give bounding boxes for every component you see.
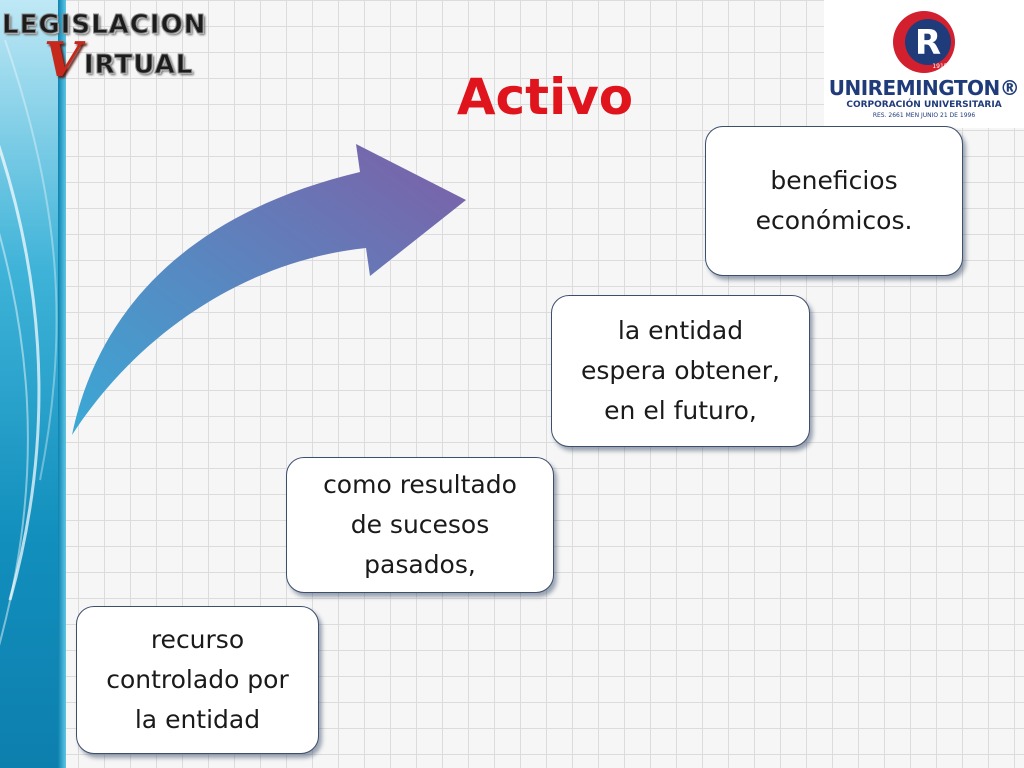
sidebar-edge — [58, 0, 66, 768]
curved-up-arrow-icon — [72, 144, 466, 435]
emblem-letter: R — [915, 23, 941, 63]
step-box-3: la entidad espera obtener, en el futuro, — [551, 295, 810, 447]
uniremington-logo: R 1915 UNIREMINGTON® CORPORACIÓN UNIVERS… — [824, 0, 1024, 128]
step-box-2: como resultado de sucesos pasados, — [286, 457, 554, 593]
uniremington-subtitle: CORPORACIÓN UNIVERSITARIA — [846, 100, 1002, 110]
uniremington-brand: UNIREMINGTON® — [828, 76, 1020, 100]
legislacion-virtual-logo: LEGISLACION V IRTUAL — [0, 6, 210, 89]
sidebar-swoosh-decoration — [0, 39, 58, 646]
step-box-4: beneficios económicos. — [705, 126, 963, 276]
uniremington-resolution: RES. 2661 MEN JUNIO 21 DE 1996 — [872, 112, 976, 119]
logo-left-line1: LEGISLACION — [1, 10, 207, 41]
left-sidebar-band — [0, 0, 64, 768]
logo-left-initial: V — [44, 32, 82, 88]
logo-left-line2: IRTUAL — [83, 50, 194, 81]
emblem-year: 1915 — [932, 63, 947, 70]
uniremington-emblem-icon: R 1915 — [893, 11, 955, 73]
step-box-1: recurso controlado por la entidad — [76, 606, 319, 754]
slide-title: Activo — [456, 68, 634, 126]
